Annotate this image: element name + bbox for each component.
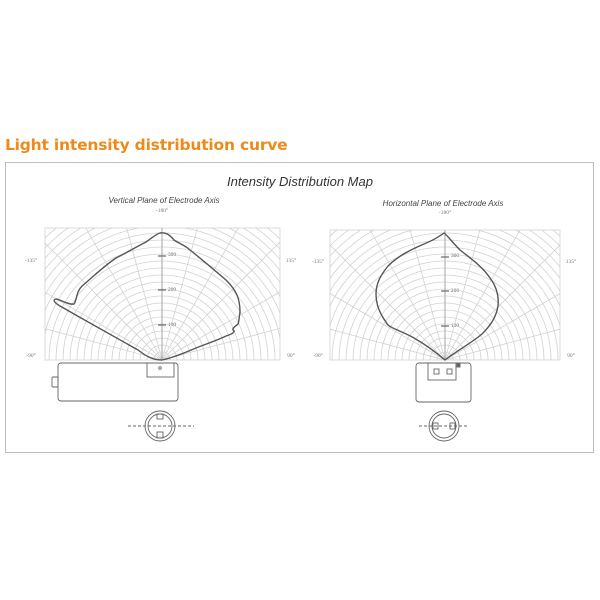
left-polar-grid — [45, 228, 280, 360]
left-angle-upper-left: -135° — [24, 258, 38, 264]
left-radial-ticks — [158, 255, 166, 326]
left-radial-label-300: 300 — [167, 252, 177, 258]
right-angle-bottom-left: -90° — [313, 353, 323, 359]
left-device-end-view — [128, 410, 194, 442]
right-device-side-view — [415, 362, 472, 403]
right-polar-grid — [330, 230, 560, 360]
right-angle-upper-right: 135° — [565, 259, 577, 265]
right-intensity-curve — [375, 232, 499, 361]
left-intensity-curve — [53, 232, 241, 361]
right-radial-ticks — [441, 256, 449, 327]
right-radial-label-200: 200 — [450, 288, 460, 294]
right-radial-label-300: 300 — [450, 253, 460, 259]
left-radial-label-100: 100 — [167, 322, 177, 328]
left-chart-subtitle: Vertical Plane of Electrode Axis — [108, 196, 220, 205]
left-angle-bottom-right: 90° — [287, 353, 295, 359]
left-angle-top: -180° — [155, 208, 169, 214]
figure-frame — [5, 162, 594, 453]
left-angle-bottom-left: -90° — [26, 353, 36, 359]
right-chart-subtitle: Horizontal Plane of Electrode Axis — [382, 199, 504, 208]
right-angle-upper-left: -135° — [311, 259, 325, 265]
right-radial-label-100: 100 — [450, 323, 460, 329]
right-angle-top: -180° — [438, 210, 452, 216]
left-device-side-view — [51, 362, 179, 402]
right-device-end-view — [419, 410, 469, 442]
page-title: Light intensity distribution curve — [5, 136, 288, 154]
left-angle-upper-right: 135° — [285, 258, 297, 264]
right-angle-bottom-right: 90° — [567, 353, 575, 359]
figure-title: Intensity Distribution Map — [227, 174, 373, 189]
